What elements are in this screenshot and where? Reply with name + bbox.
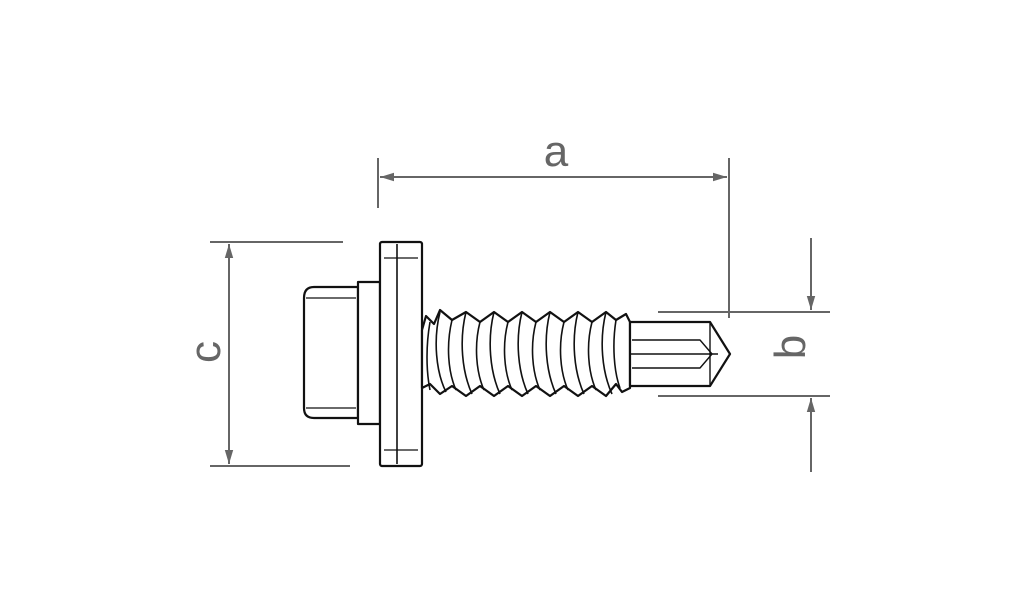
dimension-c [210,241,350,467]
dimension-a [377,158,730,318]
dimension-label-b: b [766,335,815,359]
dimension-label-c: c [181,341,230,363]
sealing-washer [378,240,424,468]
dimension-b [658,238,830,472]
dimension-label-a: a [544,127,569,176]
drill-point [628,320,732,388]
screw [302,240,732,468]
flange [356,280,382,426]
dimension-lines [210,158,830,472]
hex-head [302,285,360,420]
threaded-shank [420,308,632,398]
